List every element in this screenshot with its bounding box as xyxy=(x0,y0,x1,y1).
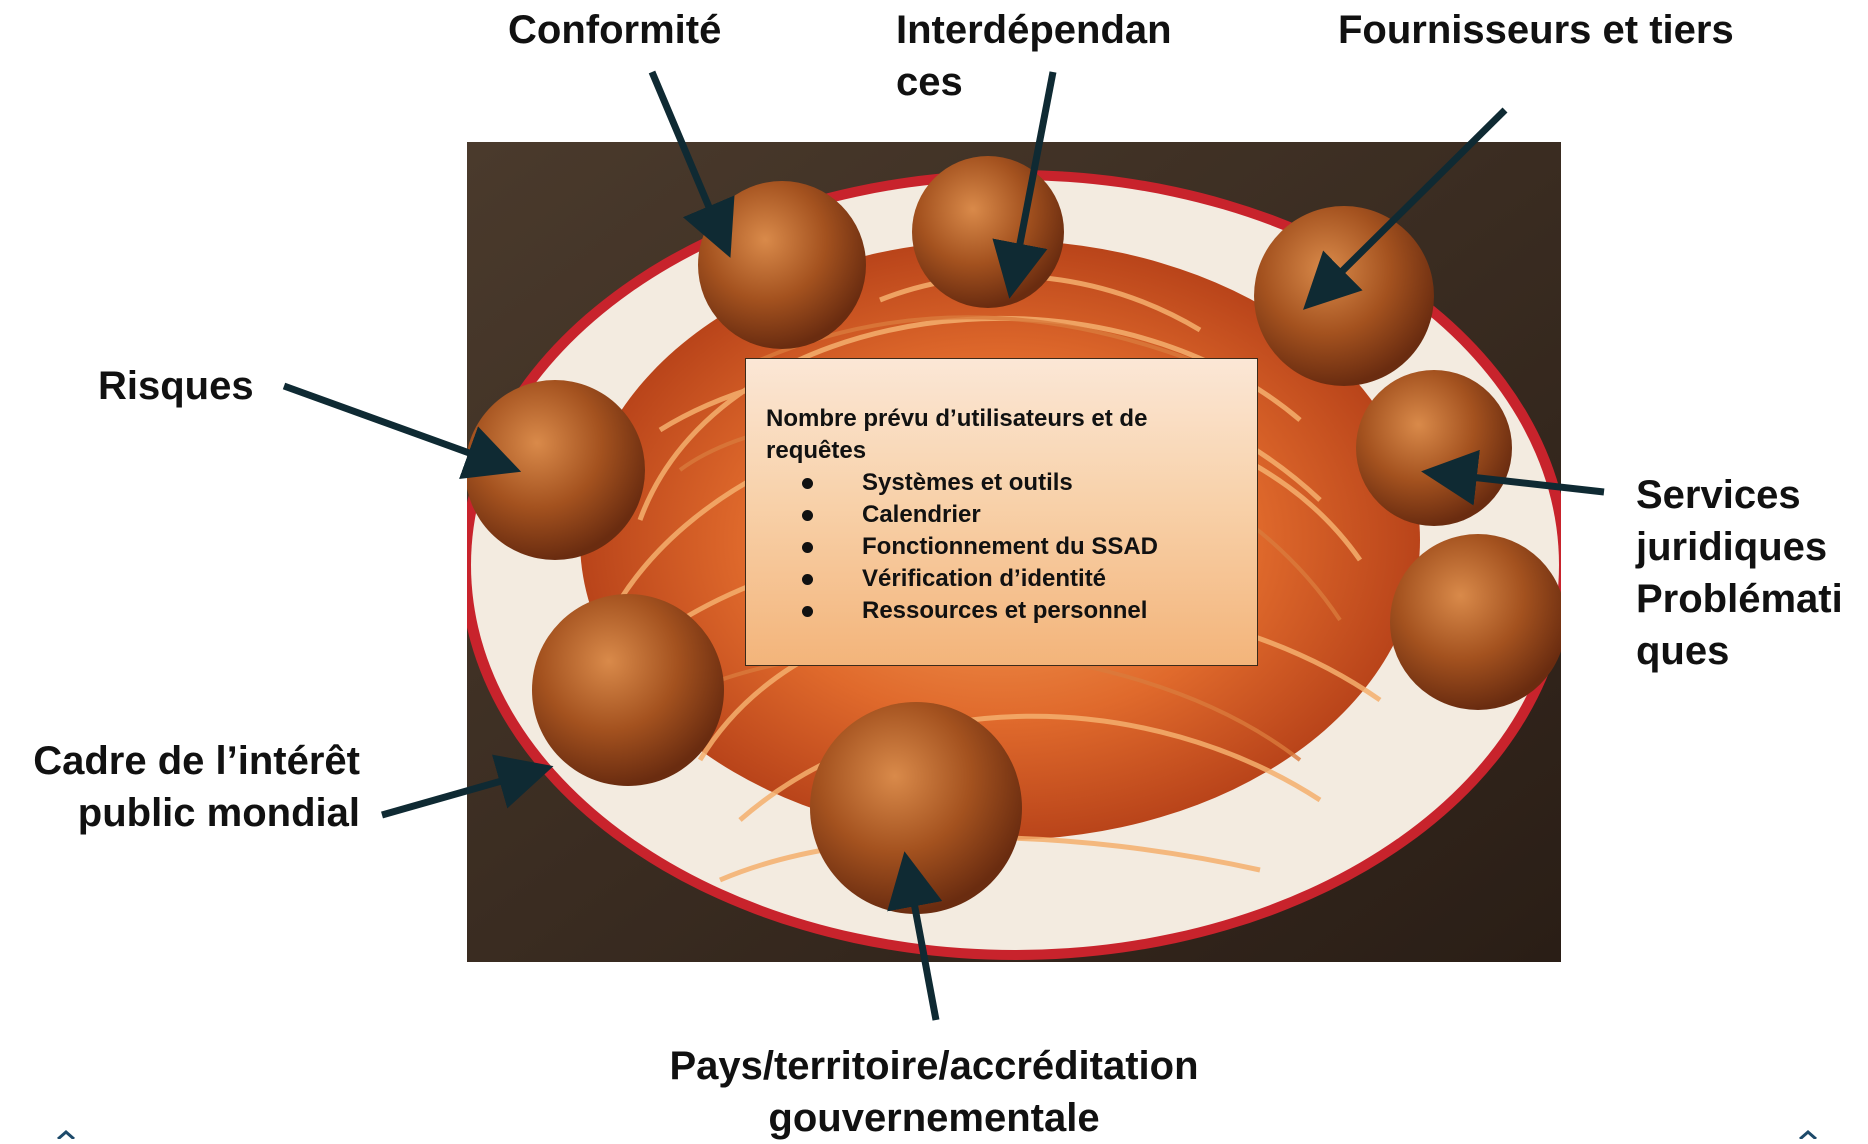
label-fournisseurs: Fournisseurs et tiers xyxy=(1338,4,1734,56)
label-services-line2: juridiques xyxy=(1636,525,1828,569)
arrows xyxy=(282,70,1605,1021)
note-item-fonctionnement: Fonctionnement du SSAD xyxy=(766,531,1237,563)
label-fournisseurs-text: Fournisseurs et tiers xyxy=(1338,8,1734,52)
note-heading-line1: Nombre prévu d’utilisateurs et de xyxy=(766,405,1148,432)
label-conformite: Conformité xyxy=(508,4,721,56)
note-bullet-list: Systèmes et outils Calendrier Fonctionne… xyxy=(766,467,1237,627)
arrow-pays xyxy=(887,851,943,1021)
note-item-systemes: Systèmes et outils xyxy=(766,467,1237,499)
label-risques-text: Risques xyxy=(98,364,254,408)
label-cadre: Cadre de l’intérêt public mondial xyxy=(10,735,360,839)
arrow-cadre xyxy=(381,754,554,819)
note-item-ressources: Ressources et personnel xyxy=(766,595,1237,627)
label-interdependances-line1: Interdépendan xyxy=(896,8,1172,52)
label-pays: Pays/territoire/accréditation gouverneme… xyxy=(634,1040,1234,1144)
arrow-conformite xyxy=(648,70,735,258)
note-item-verification: Vérification d’identité xyxy=(766,563,1237,595)
arrow-interdependances xyxy=(992,71,1057,299)
arrow-services xyxy=(1421,449,1605,506)
label-services-line1: Services xyxy=(1636,473,1801,517)
label-pays-line1: Pays/territoire/accréditation xyxy=(669,1044,1199,1088)
corner-mark-left xyxy=(57,1130,75,1139)
label-cadre-line2: public mondial xyxy=(77,791,360,835)
arrow-risques xyxy=(282,382,522,480)
label-services: Services juridiques Problémati ques xyxy=(1636,469,1843,677)
label-interdependances-line2: ces xyxy=(896,60,963,104)
requirements-note-box: Nombre prévu d’utilisateurs et de requêt… xyxy=(745,358,1258,666)
arrow-fournisseurs xyxy=(1303,107,1508,310)
label-services-line3: Problémati xyxy=(1636,577,1843,621)
label-services-line4: ques xyxy=(1636,629,1730,673)
note-heading: Nombre prévu d’utilisateurs et de requêt… xyxy=(766,403,1237,467)
note-heading-line2: requêtes xyxy=(766,437,867,464)
note-item-calendrier: Calendrier xyxy=(766,499,1237,531)
corner-mark-right xyxy=(1799,1130,1817,1139)
label-interdependances: Interdépendan ces xyxy=(896,4,1172,108)
label-pays-line2: gouvernementale xyxy=(768,1096,1100,1140)
label-risques: Risques xyxy=(98,360,254,412)
label-conformite-text: Conformité xyxy=(508,8,722,52)
label-cadre-line1: Cadre de l’intérêt xyxy=(33,739,360,783)
